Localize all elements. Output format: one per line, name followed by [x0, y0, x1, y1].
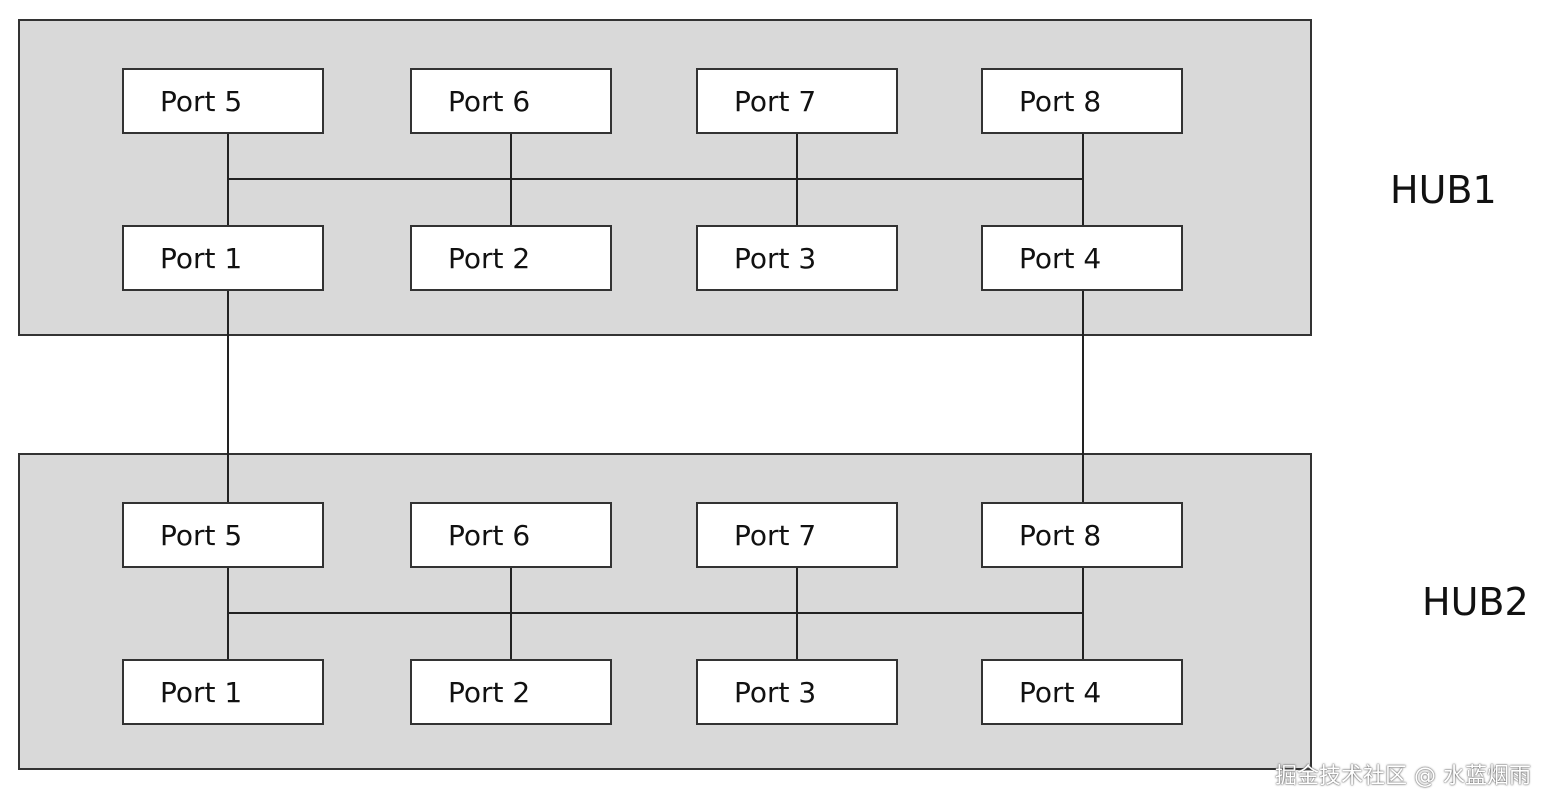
- cable-hub1-port4-to-hub2-port8: [1082, 290, 1084, 503]
- hub1-link-port8-port4: [1082, 133, 1084, 226]
- hub1-port-2: Port 2: [410, 225, 612, 291]
- hub2-port-2: Port 2: [410, 659, 612, 725]
- hub2-port-5: Port 5: [122, 502, 324, 568]
- hub2-port-4: Port 4: [981, 659, 1183, 725]
- hub2-port-8: Port 8: [981, 502, 1183, 568]
- hub1-port-5: Port 5: [122, 68, 324, 134]
- hub2-bus-line: [227, 612, 1084, 614]
- hub2-port-7: Port 7: [696, 502, 898, 568]
- watermark: 掘金技术社区 @ 水蓝烟雨: [1275, 764, 1531, 789]
- hub1-port-1: Port 1: [122, 225, 324, 291]
- hub1-port-4: Port 4: [981, 225, 1183, 291]
- hub1-port-8: Port 8: [981, 68, 1183, 134]
- hub1-bus-line: [227, 178, 1084, 180]
- hub2-link-port8-port4: [1082, 567, 1084, 660]
- hub2-link-port5-port1: [227, 567, 229, 660]
- hub2-link-port7-port3: [796, 567, 798, 660]
- hub1-port-3: Port 3: [696, 225, 898, 291]
- hub1-link-port5-port1: [227, 133, 229, 226]
- hub1-label: HUB1: [1390, 168, 1497, 212]
- cable-hub1-port1-to-hub2-port5: [227, 290, 229, 503]
- hub1-link-port7-port3: [796, 133, 798, 226]
- hub1-link-port6-port2: [510, 133, 512, 226]
- hub2-port-6: Port 6: [410, 502, 612, 568]
- hub2-link-port6-port2: [510, 567, 512, 660]
- hub2-port-1: Port 1: [122, 659, 324, 725]
- hub1-port-6: Port 6: [410, 68, 612, 134]
- hub1-port-7: Port 7: [696, 68, 898, 134]
- hub2-label: HUB2: [1422, 580, 1529, 624]
- hub2-port-3: Port 3: [696, 659, 898, 725]
